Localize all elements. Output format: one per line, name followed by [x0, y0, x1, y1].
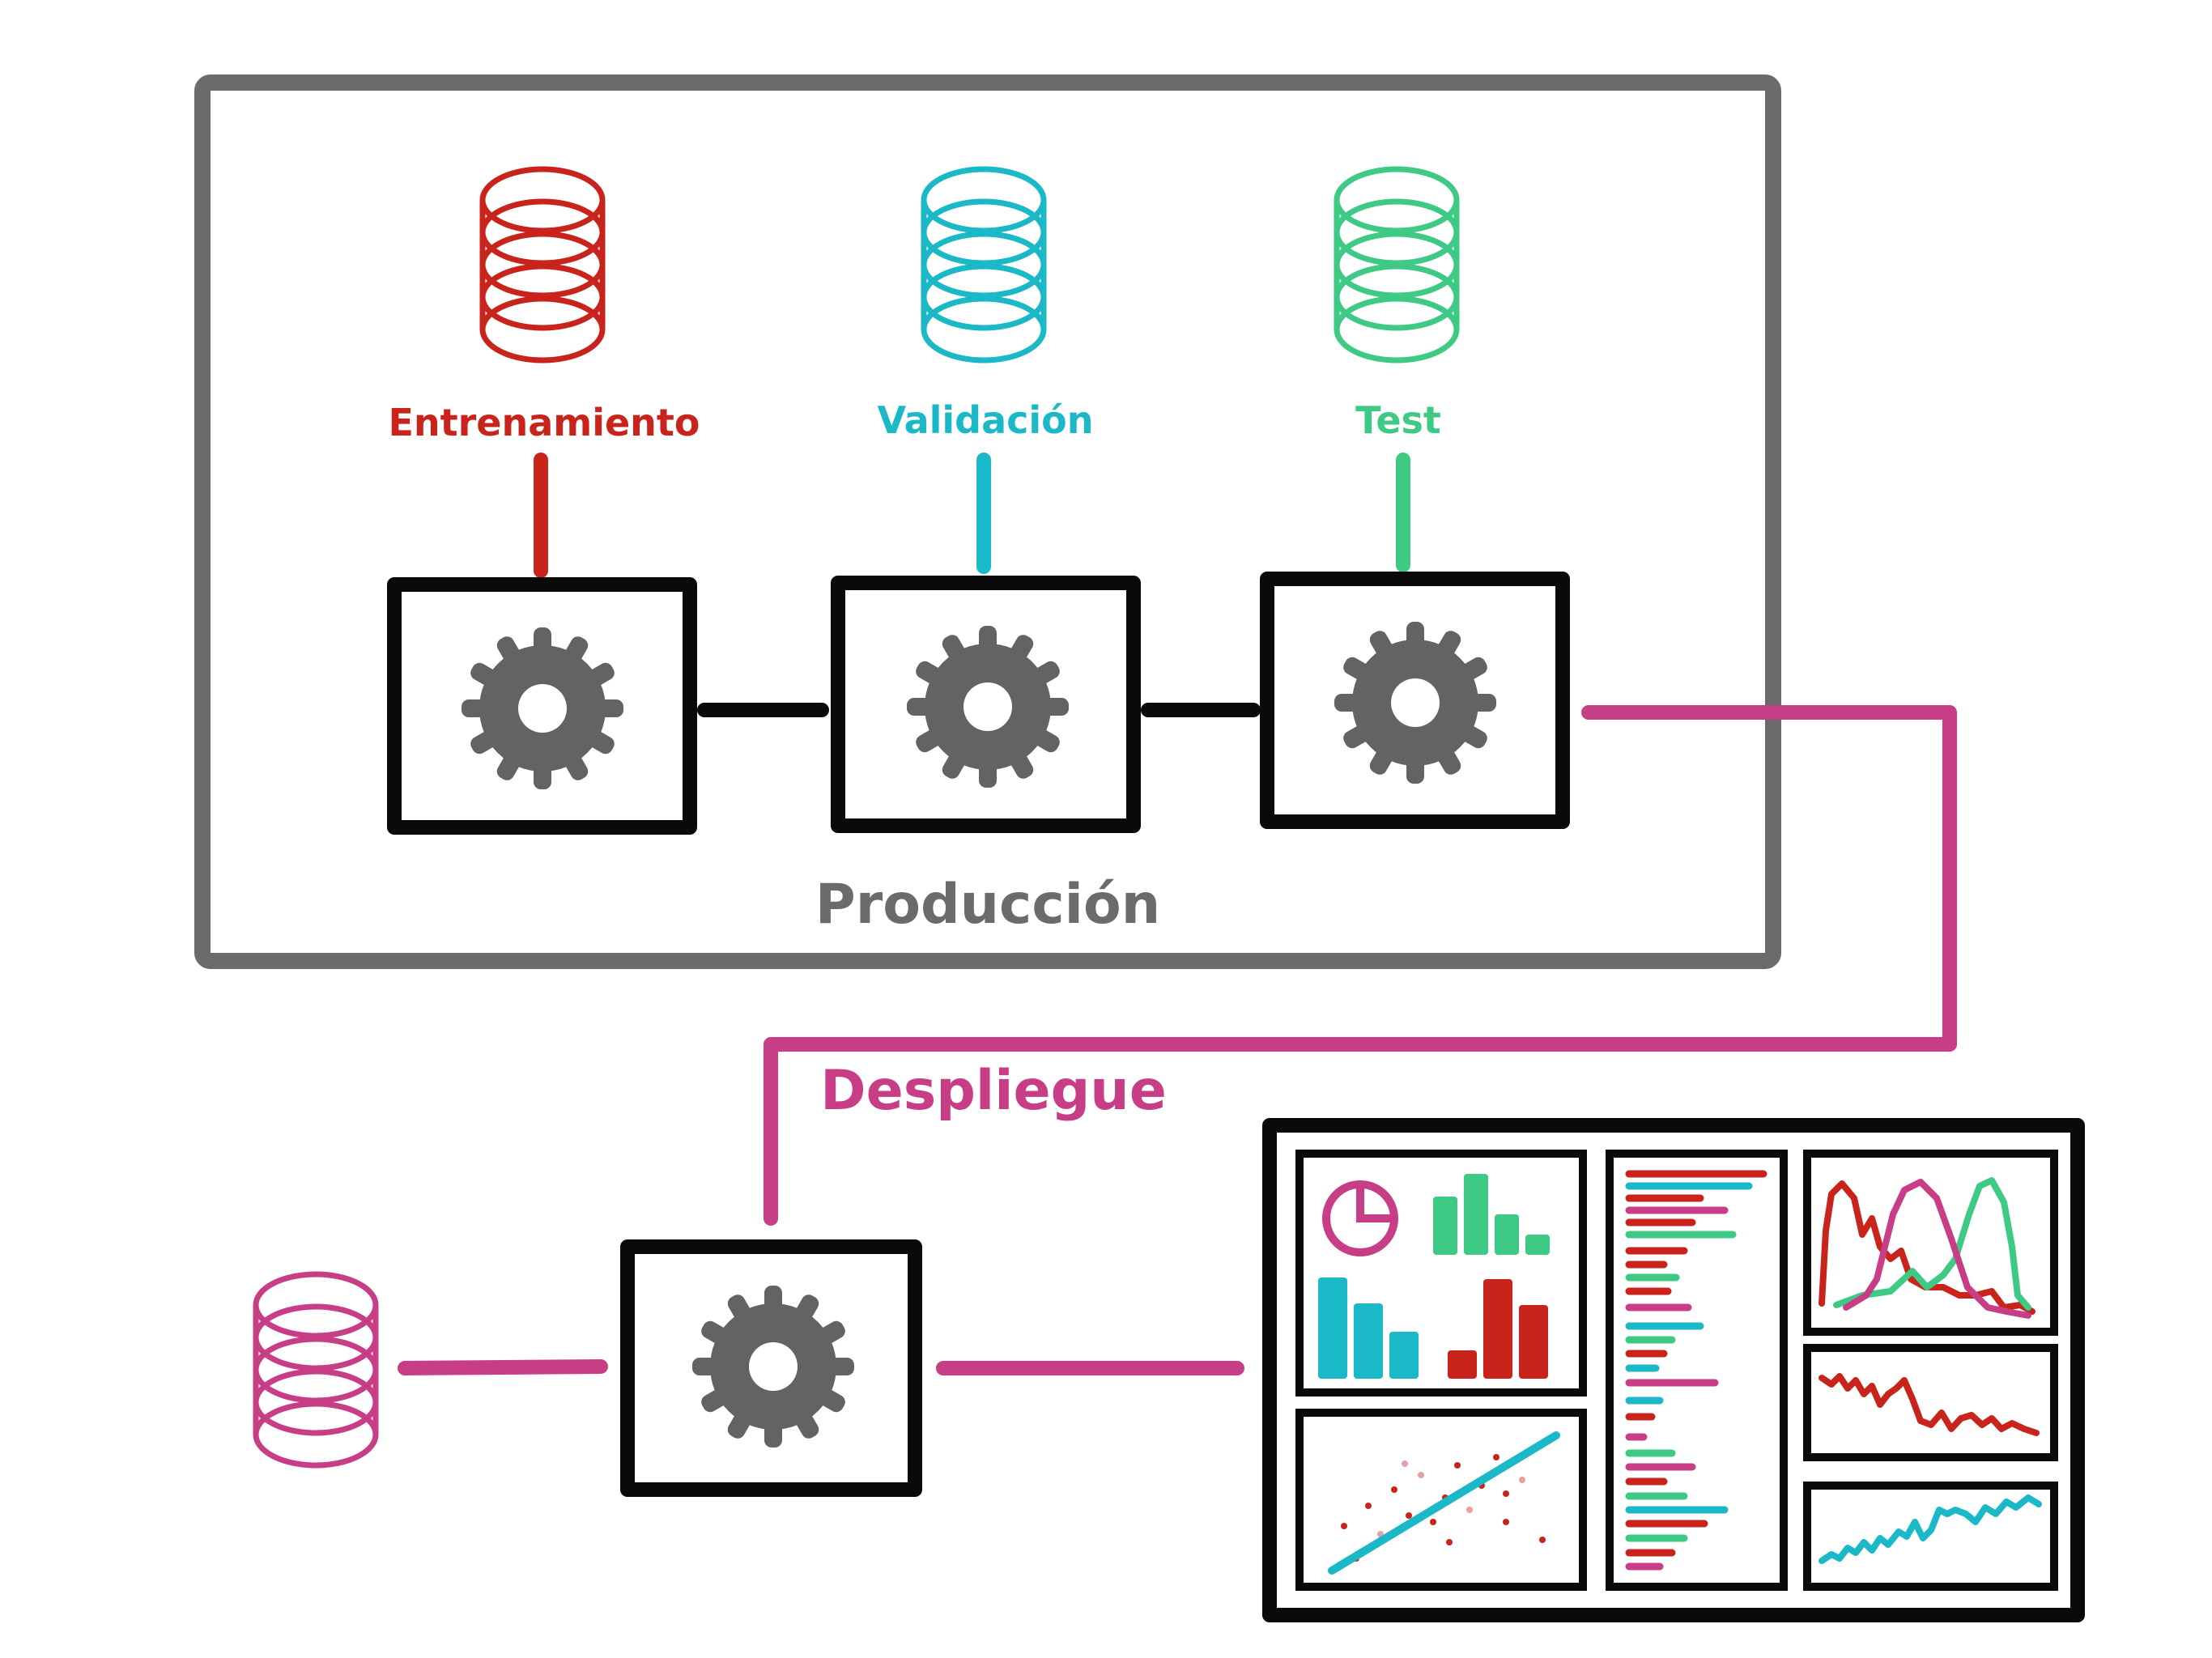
dashboard-panel-red-line	[1803, 1344, 2058, 1461]
gear-icon	[462, 627, 623, 789]
deployed-model-box	[620, 1239, 922, 1497]
input-database-icon	[256, 1274, 376, 1465]
training-label: Entrenamiento	[388, 401, 700, 444]
dashboard-panel-cyan-line	[1803, 1482, 2058, 1591]
training-step-box	[387, 577, 697, 835]
test-step-box	[1260, 572, 1570, 829]
validation-database-icon	[924, 169, 1044, 360]
pie-icon	[1322, 1180, 1398, 1256]
red-bars	[1448, 1279, 1548, 1379]
deployment-label: Despliegue	[820, 1059, 1167, 1123]
training-database-icon	[483, 169, 602, 360]
dashboard-panel-scatter	[1295, 1409, 1587, 1591]
green-bars	[1433, 1174, 1550, 1255]
validation-step-box	[831, 576, 1141, 833]
dashboard	[1262, 1118, 2085, 1622]
input-link	[398, 1359, 608, 1375]
validation-label: Validación	[877, 398, 1093, 442]
cyan-bars	[1318, 1278, 1419, 1379]
trend-line	[1328, 1431, 1560, 1575]
test-label: Test	[1355, 398, 1441, 442]
deployment-path	[764, 705, 1957, 1226]
production-label: Producción	[815, 873, 1160, 937]
dashboard-panel-bars	[1295, 1150, 1587, 1397]
gear-icon	[1334, 622, 1496, 784]
test-database-icon	[1337, 169, 1457, 360]
dashboard-panel-curves	[1803, 1150, 2058, 1336]
gear-icon	[907, 626, 1069, 788]
gear-icon	[692, 1286, 854, 1448]
production-frame	[194, 74, 1781, 969]
dashboard-panel-list	[1606, 1150, 1788, 1591]
